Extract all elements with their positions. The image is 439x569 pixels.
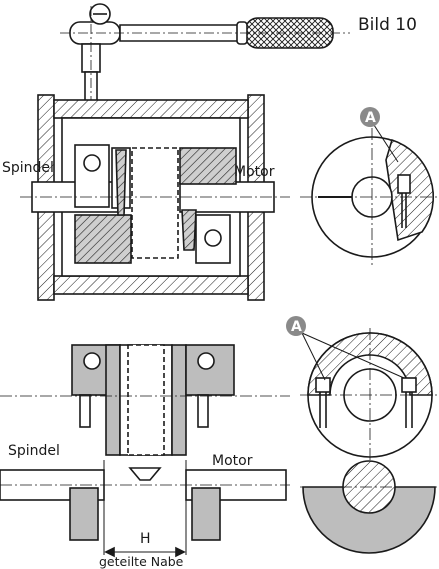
spindle-label-top: Spindel [2,160,54,176]
split-hub-half-section [302,460,436,554]
figure-label: Bild 10 [358,15,417,35]
detail-marker-top: A [360,107,399,163]
split-hub-label: geteilte Nabe [99,554,184,569]
svg-text:A: A [365,110,376,126]
detail-marker-bottom: A [286,316,405,381]
motor-label-bottom: Motor [212,453,253,469]
coupling-exploded [0,344,287,558]
housing-section [31,94,275,301]
svg-text:A: A [291,319,302,335]
motor-label-top: Motor [234,164,275,180]
spindle-label-bottom: Spindel [8,443,60,459]
dimension-label: H [140,531,151,547]
